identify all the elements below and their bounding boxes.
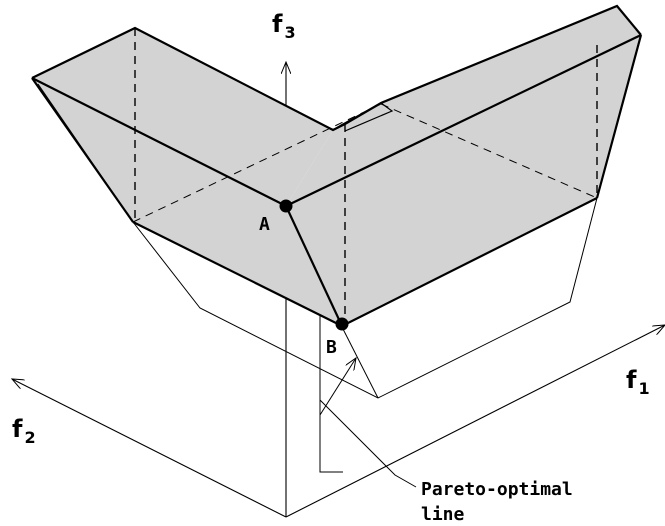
hidden-edge-right-diagonal: [380, 103, 598, 199]
projection-arrow-to-B: [319, 358, 356, 416]
f2-letter: f: [12, 415, 23, 443]
annotation-leader: [319, 399, 417, 488]
left-end-edge-inner: [37, 83, 134, 223]
left-bottom-edge: [132, 221, 343, 327]
point-B-label: B: [326, 337, 337, 358]
base-projection-A: [319, 400, 343, 473]
left-front-top-edge: [31, 77, 287, 207]
point-A-marker: [279, 199, 293, 213]
point-A-label: A: [259, 214, 270, 235]
left-wing-surface: [32, 28, 342, 326]
f1-axis: [285, 325, 665, 518]
right-wing-surface: [286, 6, 641, 326]
annotation-line-2: line: [421, 504, 465, 525]
f2-axis: [12, 379, 287, 518]
top-back-edge: [31, 4, 642, 132]
point-B-marker: [335, 317, 349, 331]
f3-letter: f: [272, 10, 283, 38]
right-end-edge: [595, 34, 643, 199]
pareto-optimal-line: [285, 205, 343, 327]
right-front-top-edge: [285, 34, 642, 207]
f1-index: 1: [638, 379, 649, 398]
f2-index: 2: [24, 428, 35, 447]
base-projection-pareto: [341, 326, 379, 399]
notch-edge: [332, 102, 394, 132]
f3-index: 3: [284, 23, 295, 42]
right-bottom-edge: [341, 197, 598, 327]
f1-letter: f: [626, 366, 637, 394]
hidden-edge-left-diagonal: [132, 103, 382, 223]
annotation-line-1: Pareto-optimal: [421, 479, 573, 500]
